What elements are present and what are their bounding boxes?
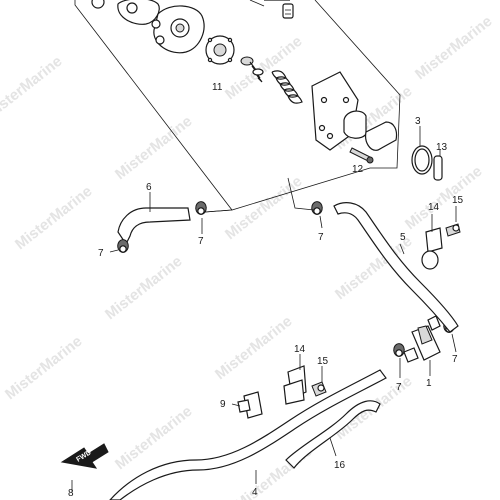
pump-body-bore xyxy=(175,23,185,33)
leader-16 xyxy=(329,437,337,457)
diaphragm-center xyxy=(213,43,227,57)
leader-7 xyxy=(319,215,323,229)
diaphragm-hole xyxy=(227,37,233,43)
leader-9 xyxy=(231,403,241,407)
callout-7: 7 xyxy=(98,248,104,259)
watermark-layer: MisterMarine MisterMarine MisterMarine M… xyxy=(0,13,495,500)
watermark-text: MisterMarine xyxy=(102,253,185,323)
watermark-text: MisterMarine xyxy=(402,163,485,233)
diaphragm-hole xyxy=(207,57,213,63)
callout-1: 1 xyxy=(426,378,432,389)
housing-hole xyxy=(320,96,328,104)
callout-9: 9 xyxy=(220,399,226,410)
hose-clip xyxy=(393,343,405,357)
callout-7: 7 xyxy=(318,232,324,243)
watermark-text: MisterMarine xyxy=(112,113,195,183)
housing-boss xyxy=(343,110,367,139)
connector-line xyxy=(204,209,233,213)
mounting-bolt xyxy=(249,0,294,19)
watermark-text: MisterMarine xyxy=(412,13,495,83)
assembly-frame xyxy=(74,0,401,211)
forward-direction-arrow: FWD xyxy=(60,443,109,469)
housing-hole xyxy=(318,124,326,132)
callout-11: 11 xyxy=(212,82,223,93)
watermark-text: MisterMarine xyxy=(12,183,95,253)
hose-4 xyxy=(109,369,387,500)
bracket-14-lower xyxy=(283,365,307,405)
body-screw xyxy=(155,35,165,45)
large-spring xyxy=(271,70,303,104)
callout-15: 15 xyxy=(452,195,464,206)
callout-5: 5 xyxy=(400,232,406,243)
watermark-text: MisterMarine xyxy=(222,173,305,243)
callout-15: 15 xyxy=(317,356,329,367)
watermark-text: MisterMarine xyxy=(2,333,85,403)
bracket-14-upper xyxy=(421,227,443,270)
connector-line xyxy=(287,177,315,211)
callout-16: 16 xyxy=(334,460,346,471)
callout-14: 14 xyxy=(294,344,306,355)
watermark-text: MisterMarine xyxy=(0,53,65,123)
housing-hole xyxy=(342,96,350,104)
callout-3: 3 xyxy=(415,116,421,127)
watermark-text: MisterMarine xyxy=(222,33,305,103)
housing-hole xyxy=(326,132,334,140)
plunger xyxy=(365,121,398,151)
leader-5 xyxy=(399,243,405,255)
bolt-15-lower xyxy=(311,381,327,397)
callout-12: 12 xyxy=(352,164,364,175)
leader-7 xyxy=(109,249,119,253)
diaphragm-hole xyxy=(207,37,213,43)
leader-7 xyxy=(451,333,457,353)
callout-7: 7 xyxy=(452,354,458,365)
diaphragm-hole xyxy=(227,57,233,63)
callout-7: 7 xyxy=(396,382,402,393)
hose-6 xyxy=(117,207,191,246)
clamp-9 xyxy=(237,391,263,419)
fuel-filter xyxy=(403,315,441,363)
callout-14: 14 xyxy=(428,202,440,213)
pin xyxy=(433,155,443,181)
screw-12 xyxy=(349,147,374,164)
watermark-text: MisterMarine xyxy=(212,313,295,383)
callout-13: 13 xyxy=(436,142,448,153)
callout-6: 6 xyxy=(146,182,152,193)
o-ring-inner xyxy=(414,148,430,172)
plate-hole xyxy=(126,2,138,14)
hose-clip xyxy=(117,239,129,253)
small-spring xyxy=(240,56,264,83)
fuel-pump-assembly xyxy=(91,0,398,164)
screw-head xyxy=(91,0,105,9)
callout-4: 4 xyxy=(252,487,258,498)
body-screw xyxy=(151,19,161,29)
hose-clip xyxy=(195,201,207,215)
bolt-15-upper xyxy=(445,223,461,237)
hose-5 xyxy=(333,202,459,333)
hose-clip xyxy=(311,201,323,215)
callout-7: 7 xyxy=(198,236,204,247)
hose-16 xyxy=(285,400,381,469)
callout-8: 8 xyxy=(68,488,74,499)
